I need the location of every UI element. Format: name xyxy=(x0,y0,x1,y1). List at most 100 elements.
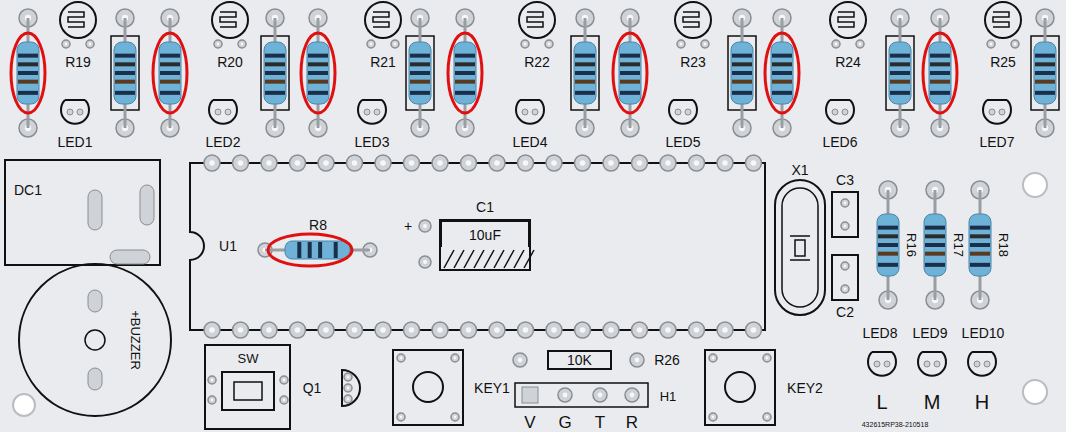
pad-hole xyxy=(712,416,715,419)
pad-hole xyxy=(494,327,500,333)
resistor-band xyxy=(455,54,475,58)
resistor-band xyxy=(334,242,338,258)
resistor-body xyxy=(454,42,476,104)
resistor-band xyxy=(930,80,950,84)
pad-hole xyxy=(380,327,386,333)
pad-hole xyxy=(1014,43,1017,46)
resistor-outline xyxy=(261,36,289,110)
resistor-band xyxy=(115,54,135,58)
resistor-band xyxy=(772,62,792,66)
capacitor-hatch xyxy=(504,250,514,268)
solder-pad xyxy=(709,413,717,421)
resistor-band xyxy=(930,54,950,58)
solder-pad xyxy=(1011,40,1019,48)
key-button xyxy=(725,372,755,402)
resistor-band xyxy=(970,226,990,230)
led-flat xyxy=(922,351,942,353)
resistor-band xyxy=(575,54,595,58)
ldr-track xyxy=(527,12,543,27)
silkscreen-label: LED7 xyxy=(979,135,1014,149)
pad-hole xyxy=(437,160,443,166)
pad-hole xyxy=(409,327,415,333)
highlight-ring xyxy=(153,33,187,113)
pad-hole xyxy=(323,160,329,166)
resistor-band xyxy=(620,62,640,66)
pad-hole xyxy=(380,160,386,166)
pad-hole xyxy=(347,398,350,401)
solder-pad xyxy=(689,322,705,338)
solder-pad xyxy=(709,354,717,362)
solder-pad xyxy=(717,155,733,171)
resistor-band xyxy=(878,263,898,267)
resistor-band xyxy=(410,54,430,58)
resistor-band xyxy=(410,80,430,84)
value-text: 10K xyxy=(567,353,592,367)
led-flat xyxy=(673,99,693,101)
resistor-band xyxy=(620,54,640,58)
pad-hole xyxy=(704,43,707,46)
solder-pad xyxy=(746,322,762,338)
ldr-track xyxy=(220,12,236,27)
solder-pad xyxy=(763,354,771,362)
resistor-band xyxy=(308,91,328,95)
resistor-band xyxy=(18,91,38,95)
resistor-band xyxy=(265,71,285,75)
solder-pad xyxy=(660,322,676,338)
pad-hole xyxy=(400,416,403,419)
resistor-band xyxy=(970,234,990,238)
resistor-band xyxy=(115,80,135,84)
solder-pad xyxy=(208,396,216,404)
resistor-band xyxy=(410,62,430,66)
resistor-band xyxy=(930,91,950,95)
resistor-band xyxy=(455,62,475,66)
resistor-band xyxy=(620,80,640,84)
resistor-band xyxy=(878,226,898,230)
led-pad xyxy=(934,361,940,367)
resistor-outline xyxy=(728,36,756,110)
pad-hole xyxy=(518,358,523,363)
silkscreen-label: R20 xyxy=(217,55,243,69)
silkscreen-label: R8 xyxy=(309,218,327,232)
header-outline xyxy=(515,383,648,407)
pad-hole xyxy=(722,327,728,333)
silkscreen-label: R19 xyxy=(65,55,91,69)
solder-pad xyxy=(419,256,431,268)
resistor-band xyxy=(970,252,990,256)
resistor-band xyxy=(575,91,595,95)
resistor-band xyxy=(455,71,475,75)
pad-hole xyxy=(370,43,373,46)
resistor-body xyxy=(877,214,899,276)
pad-hole xyxy=(551,327,557,333)
pad-hole xyxy=(608,160,614,166)
solder-pad xyxy=(318,322,334,338)
resistor-band xyxy=(18,62,38,66)
pad-hole xyxy=(523,160,529,166)
resistor-band xyxy=(18,54,38,58)
solder-pad xyxy=(347,322,363,338)
resistor-band xyxy=(455,91,475,95)
pad-hole xyxy=(217,43,220,46)
solder-pad xyxy=(397,354,405,362)
resistor-body xyxy=(285,241,350,259)
led-flat xyxy=(830,99,850,101)
pad-hole xyxy=(635,358,640,363)
solder-pad xyxy=(689,155,705,171)
silkscreen-label: R21 xyxy=(370,55,396,69)
silkscreen-label: R16 xyxy=(905,233,918,257)
led-outline xyxy=(826,100,854,124)
solder-pad xyxy=(318,155,334,171)
resistor-band xyxy=(308,242,312,258)
silkscreen-label: LED6 xyxy=(822,135,857,149)
highlight-ring xyxy=(11,33,45,113)
silkscreen-label: G xyxy=(558,414,571,431)
led-pad xyxy=(364,109,370,115)
resistor-body xyxy=(159,42,181,104)
resistor-body xyxy=(264,42,286,104)
pad-hole xyxy=(454,357,457,360)
solder-pad xyxy=(546,155,562,171)
pad-hole xyxy=(665,327,671,333)
led-flat xyxy=(520,99,540,101)
led-pad xyxy=(215,109,221,115)
pad-hole xyxy=(423,224,427,228)
solder-pad xyxy=(397,413,405,421)
